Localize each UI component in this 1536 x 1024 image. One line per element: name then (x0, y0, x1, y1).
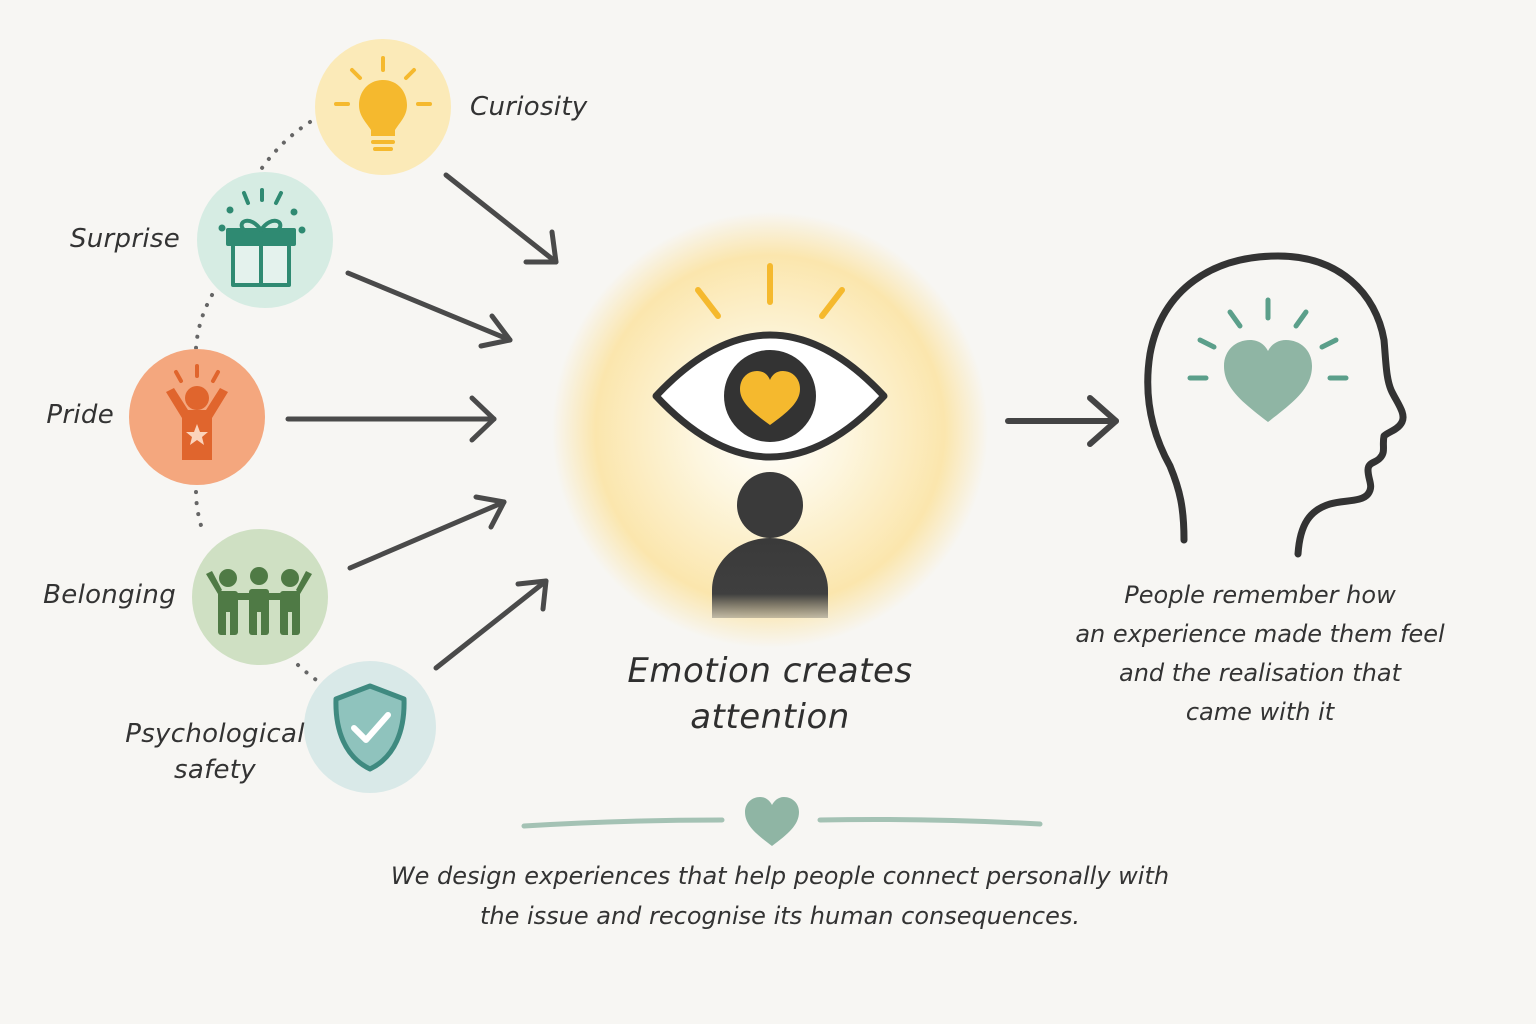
group-of-people-icon (206, 567, 312, 635)
memory-caption: People remember how an experience made t… (1040, 576, 1480, 732)
label-psychological: Psychological (125, 719, 305, 749)
arrow-to-memory (1005, 395, 1119, 447)
footer-statement: We design experiences that help people c… (330, 856, 1230, 936)
label-safety: safety (173, 755, 256, 785)
arrow-safety (433, 578, 549, 671)
psychological-safety-badge (304, 661, 436, 793)
memory-line: came with it (1185, 698, 1335, 726)
arrows-to-center (285, 172, 559, 671)
pride-badge (129, 349, 265, 485)
label-pride: Pride (46, 400, 114, 430)
memory-line: People remember how (1124, 581, 1396, 609)
arrow-pride (285, 395, 497, 443)
arrow-belonging (347, 494, 507, 571)
footer-line2: the issue and recognise its human conseq… (479, 902, 1081, 930)
label-psychological-safety: Psychological safety (118, 716, 312, 788)
surprise-badge (197, 172, 333, 308)
footer-divider (521, 797, 1043, 846)
heart-icon (745, 797, 799, 846)
lightbulb-icon (334, 56, 432, 151)
label-curiosity: Curiosity (470, 92, 588, 122)
celebrating-person-icon (166, 364, 228, 460)
gift-icon (218, 188, 306, 287)
label-belonging: Belonging (43, 580, 176, 610)
person-silhouette-icon (712, 472, 828, 618)
dotted-connector (194, 120, 324, 686)
curiosity-badge (315, 39, 451, 175)
belonging-badge (192, 529, 328, 665)
arrow-surprise (345, 270, 513, 349)
center-title: Emotion creates attention (560, 648, 980, 740)
label-surprise: Surprise (69, 224, 180, 254)
arrow-curiosity (443, 172, 559, 265)
shield-check-icon (333, 683, 407, 772)
memory-line: and the realisation that (1118, 659, 1402, 687)
center-title-line1: Emotion creates (627, 651, 913, 691)
memory-line: an experience made them feel (1075, 620, 1445, 648)
head-with-heart-icon (1144, 252, 1407, 558)
center-title-line2: attention (690, 697, 850, 737)
eye-with-heart-icon (652, 263, 888, 461)
footer-line1: We design experiences that help people c… (390, 862, 1170, 890)
